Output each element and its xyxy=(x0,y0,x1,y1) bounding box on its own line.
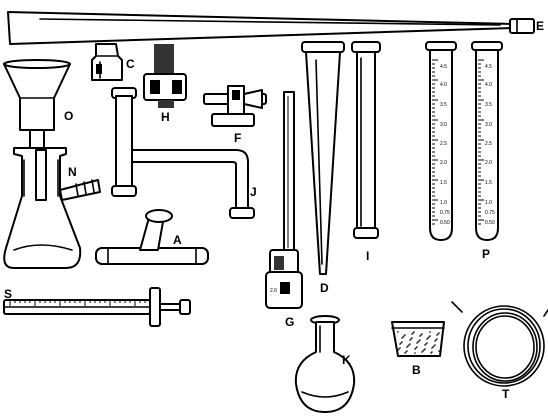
item-b-rubber-stopper: B xyxy=(391,321,445,377)
item-n-filter-flask: N xyxy=(3,147,101,269)
label-p: P xyxy=(482,247,490,261)
label-o: O xyxy=(64,109,73,123)
label-c: C xyxy=(126,57,135,71)
item-k-round-flask: K xyxy=(294,315,356,413)
item-a-glass-t-adapter: A xyxy=(95,209,209,265)
item-e-long-funnel: E xyxy=(7,11,544,45)
label-a: A xyxy=(173,233,182,247)
svg-text:3.0: 3.0 xyxy=(440,122,447,128)
item-d-conical-tube: D xyxy=(301,41,345,295)
svg-text:3.0: 3.0 xyxy=(485,122,492,128)
svg-text:3.5: 3.5 xyxy=(440,102,447,108)
svg-text:0.50: 0.50 xyxy=(440,220,450,226)
label-b: B xyxy=(412,363,421,377)
label-i: I xyxy=(366,249,369,263)
item-j-bent-adapter: J xyxy=(111,87,257,219)
svg-text:2.0: 2.0 xyxy=(440,160,447,166)
svg-text:1.0: 1.0 xyxy=(440,200,447,206)
label-g: G xyxy=(285,315,294,329)
svg-text:1.0: 1.0 xyxy=(485,200,492,206)
svg-text:0.75: 0.75 xyxy=(440,210,450,216)
tube-scale-right: 4.5 4.0 3.5 3.0 2.5 2.0 1.5 1.0 0.75 0.5… xyxy=(485,64,495,226)
label-j: J xyxy=(250,185,257,199)
item-i-test-tube: I xyxy=(351,41,381,263)
svg-text:0.50: 0.50 xyxy=(485,220,495,226)
svg-text:4.0: 4.0 xyxy=(440,82,447,88)
label-f: F xyxy=(234,131,241,145)
label-e: E xyxy=(536,19,544,33)
item-t-coiled-tubing: T xyxy=(451,301,548,401)
svg-text:4.0: 4.0 xyxy=(485,82,492,88)
svg-text:0.75: 0.75 xyxy=(485,210,495,216)
item-p-graduated-tubes: 4.5 4.0 3.5 3.0 2.5 2.0 1.5 1.0 0.75 0.5… xyxy=(425,41,503,261)
label-d: D xyxy=(320,281,329,295)
label-n: N xyxy=(68,165,77,179)
svg-text:4.5: 4.5 xyxy=(440,64,447,70)
item-h-tubing-clamp: H xyxy=(143,44,187,124)
item-s-syringe: S xyxy=(3,287,191,327)
label-k: K xyxy=(342,353,351,367)
item-f-stopcock: F xyxy=(203,85,267,145)
svg-text:4.5: 4.5 xyxy=(485,64,492,70)
item-c-adapter: C xyxy=(91,43,135,81)
svg-text:2.0: 2.0 xyxy=(485,160,492,166)
label-h: H xyxy=(161,110,170,124)
item-g-tube-stopper: 2.6 G xyxy=(265,91,303,329)
tube-scale-left: 4.5 4.0 3.5 3.0 2.5 2.0 1.5 1.0 0.75 0.5… xyxy=(440,64,450,226)
svg-text:2.6: 2.6 xyxy=(270,288,277,294)
svg-text:2.5: 2.5 xyxy=(440,141,447,147)
svg-text:3.5: 3.5 xyxy=(485,102,492,108)
svg-text:1.5: 1.5 xyxy=(440,180,447,186)
svg-text:2.5: 2.5 xyxy=(485,141,492,147)
label-s: S xyxy=(4,287,12,301)
svg-text:1.5: 1.5 xyxy=(485,180,492,186)
label-t: T xyxy=(502,387,510,401)
